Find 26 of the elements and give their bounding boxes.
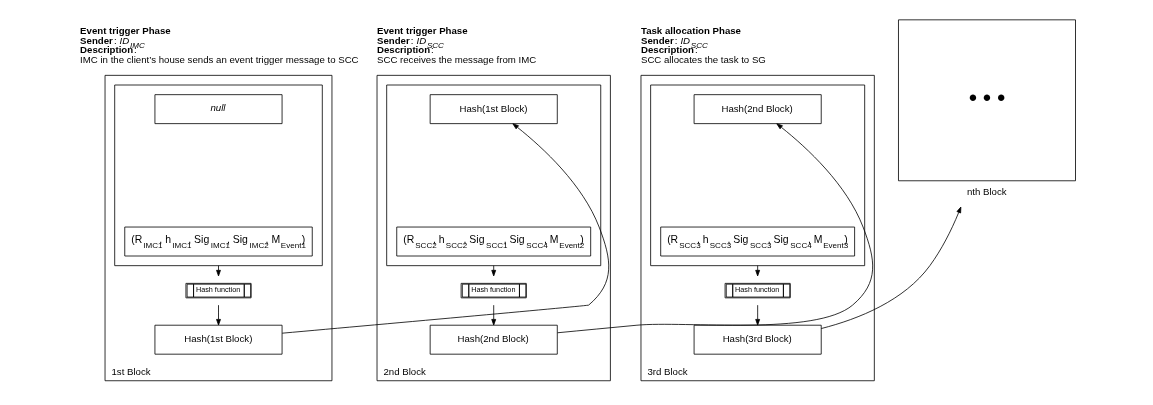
node-box: Hash(3rd Block): [693, 324, 822, 355]
node-box: (R$_{IMC1}$, h$_{IMC1}$, Sig$_{IMC1}$, Sig$_{IMC2}$, M$_{Event1}$): [123, 226, 313, 257]
node-label: Event trigger Phase: [79, 24, 171, 36]
arrow: [820, 206, 961, 329]
node-box: null: [154, 94, 282, 125]
node-box: Hash(2nd Block): [429, 324, 558, 355]
cluster: [385, 84, 601, 267]
node-box: Hash(2nd Block): [693, 94, 822, 125]
node-box: • • •: [897, 19, 1076, 182]
arrow: [490, 304, 496, 326]
node-box: Hash(1st Block): [429, 94, 558, 125]
arrow: [754, 304, 760, 326]
arrow: [281, 123, 609, 334]
arrow: [490, 265, 496, 277]
cluster: [649, 84, 865, 267]
node-label: nth Block: [966, 185, 1007, 197]
node-box: (R$_{SCC2}$, h$_{SCC2}$, Sig$_{SCC1}$, Sig$_{SCC4}$, M$_{Event2}$): [395, 226, 591, 257]
arrow: [754, 265, 760, 277]
node-box: Hash(1st Block): [154, 324, 282, 355]
node-label: Event trigger Phase: [376, 24, 468, 36]
arrow: [556, 123, 873, 334]
node-box: (R$_{SCC3}$, h$_{SCC3}$, Sig$_{SCC3}$, Sig$_{SCC4}$, M$_{Event3}$): [659, 226, 855, 257]
arrow: [215, 304, 221, 326]
arrow: [215, 265, 221, 277]
node-label: Task allocation Phase: [640, 24, 741, 36]
cluster: [113, 84, 323, 267]
